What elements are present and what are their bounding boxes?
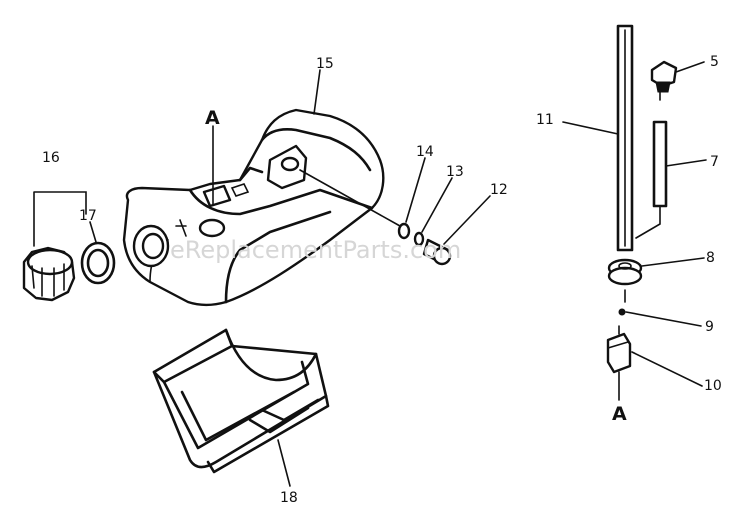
callout-labels: 15 16 17 14 13 12 11 5 7 8 9 10 18 A A bbox=[42, 54, 722, 506]
callout-13: 13 bbox=[446, 164, 464, 180]
fuel-filter bbox=[606, 325, 632, 401]
watermark: eReplacementParts.com bbox=[170, 236, 461, 264]
leader-lines bbox=[33, 61, 707, 487]
grommet bbox=[607, 258, 643, 303]
callout-12: 12 bbox=[490, 182, 508, 198]
callout-5: 5 bbox=[710, 54, 719, 70]
connector-a-top: A bbox=[205, 107, 220, 129]
callout-9: 9 bbox=[705, 319, 714, 335]
callout-8: 8 bbox=[706, 250, 715, 266]
check-valve bbox=[650, 60, 678, 101]
callout-18: 18 bbox=[280, 490, 298, 506]
screw-and-washers bbox=[299, 169, 452, 266]
callout-16: 16 bbox=[42, 150, 60, 166]
callout-15: 15 bbox=[316, 56, 334, 72]
gas-cap bbox=[22, 246, 76, 302]
tank-cradle bbox=[152, 328, 330, 474]
fuel-line bbox=[616, 24, 634, 252]
callout-11: 11 bbox=[536, 112, 554, 128]
callout-10: 10 bbox=[704, 378, 722, 394]
fuel-tank bbox=[122, 108, 385, 307]
callout-14: 14 bbox=[416, 144, 434, 160]
callout-17: 17 bbox=[79, 208, 97, 224]
connector-a-bottom: A bbox=[612, 403, 627, 425]
gasket bbox=[80, 241, 116, 285]
check-ball bbox=[618, 308, 626, 316]
callout-7: 7 bbox=[710, 154, 719, 170]
return-line bbox=[635, 120, 668, 239]
